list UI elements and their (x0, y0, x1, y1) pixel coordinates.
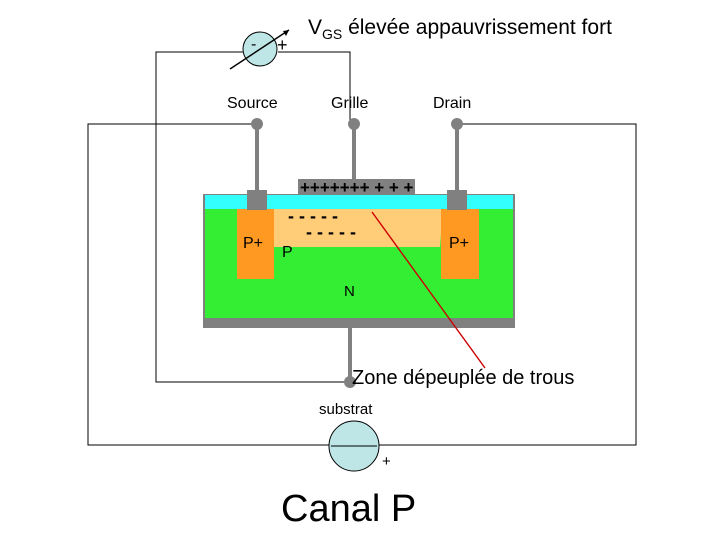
top-meter-minus: - (251, 36, 256, 53)
p-plus-drain-region (441, 209, 479, 279)
channel-charges-top: - - - - - (288, 206, 338, 226)
annotation-pointer (371, 211, 486, 369)
annotation-text: Zone dépeuplée de trous (352, 367, 574, 389)
channel-charges-bottom: - - - - - (306, 222, 356, 242)
gate-positive-charges: +++++++ + + + (300, 178, 414, 197)
bottom-voltmeter: + (328, 420, 391, 472)
depletion-zone (272, 209, 443, 247)
grille-label: Grille (331, 95, 368, 112)
p-plus-left-label: P+ (243, 235, 263, 252)
n-region-label: N (344, 283, 355, 300)
caption: Canal P (281, 488, 416, 530)
circuit-wires (87, 51, 637, 446)
drain-label: Drain (433, 95, 471, 112)
terminal-posts (247, 118, 467, 388)
top-meter-plus: + (277, 35, 288, 55)
bottom-meter-plus: + (382, 453, 391, 470)
oxide-layer (205, 195, 513, 209)
title: VGS élevée appauvrissement fort (308, 16, 612, 42)
source-label: Source (227, 95, 278, 112)
p-plus-source-region (237, 209, 274, 279)
substrat-label: substrat (319, 401, 373, 418)
device-body (203, 179, 515, 328)
p-plus-right-label: P+ (449, 235, 469, 252)
top-voltmeter: - + (229, 29, 290, 70)
gate-electrode (298, 179, 415, 195)
p-region-label: P (282, 244, 293, 261)
